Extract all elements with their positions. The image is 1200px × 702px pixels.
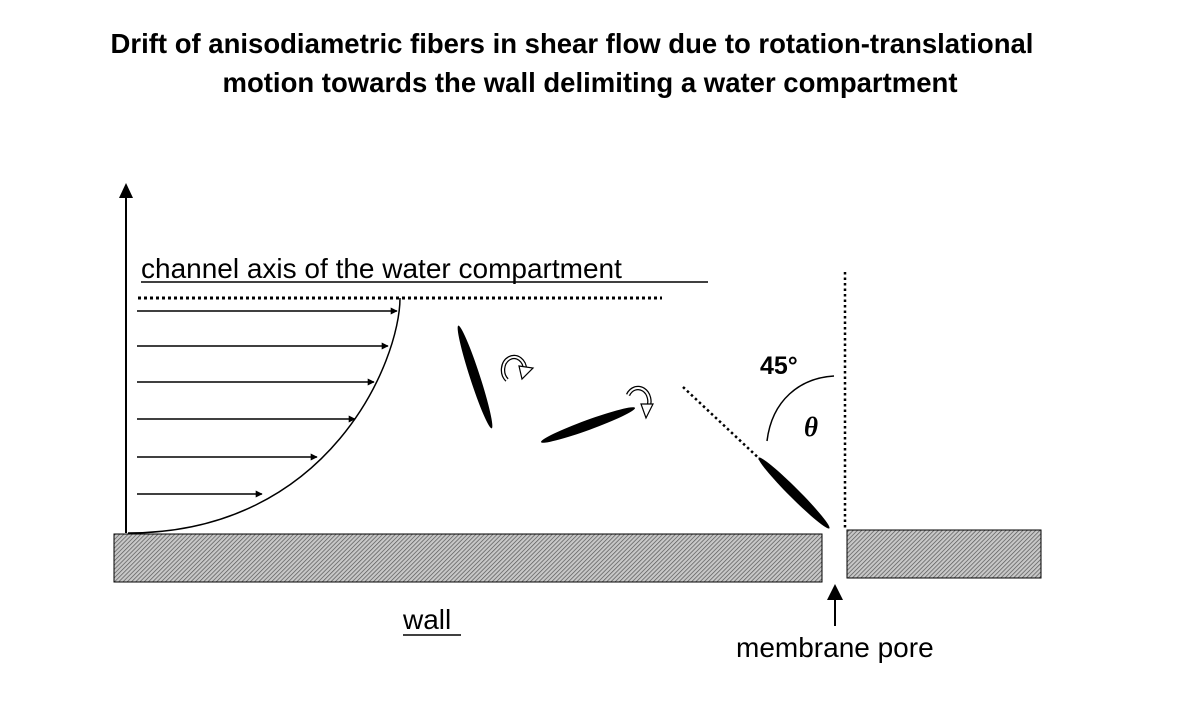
membrane-pore-label: membrane pore bbox=[736, 632, 934, 663]
rotation-arrow-icon bbox=[625, 385, 654, 420]
membrane-pore-arrowhead bbox=[827, 584, 843, 600]
wall-left-segment bbox=[113, 533, 823, 583]
fiber-1 bbox=[457, 325, 493, 429]
wall-label: wall bbox=[402, 604, 451, 635]
vertical-axis-arrowhead bbox=[119, 183, 133, 198]
angle-arc bbox=[766, 375, 835, 442]
velocity-profile-curve bbox=[127, 297, 401, 534]
channel-axis-label: channel axis of the water compartment bbox=[141, 253, 622, 284]
velocity-arrows bbox=[137, 307, 398, 498]
title-line-1: Drift of anisodiametric fibers in shear … bbox=[111, 28, 1034, 59]
fiber-3 bbox=[758, 457, 830, 529]
rotation-arrow-icon bbox=[500, 354, 535, 382]
fiber-direction-dotted-line bbox=[682, 386, 766, 465]
theta-symbol: θ bbox=[804, 412, 818, 442]
wall-right-segment bbox=[846, 529, 1042, 579]
angle-label: 45° bbox=[760, 352, 798, 380]
title-line-2: motion towards the wall delimiting a wat… bbox=[223, 67, 958, 98]
fiber-2 bbox=[540, 407, 636, 443]
